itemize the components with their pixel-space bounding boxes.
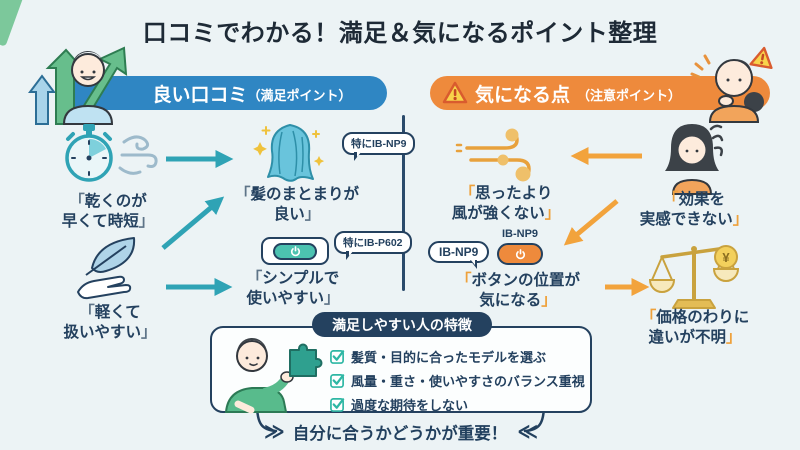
chevron-left-icon: ≪ <box>517 421 538 443</box>
power-button-teal <box>273 242 317 260</box>
tagline-text: 自分に合うかどうかが重要！ <box>292 424 508 443</box>
arrow-effect-to-button <box>563 199 619 246</box>
tagline: ≫ 自分に合うかどうかが重要！ ≪ <box>0 419 800 444</box>
page-title: 口コミでわかる！満足＆気になるポイント整理 <box>142 20 658 47</box>
concern-header-label: 気になる点 <box>475 84 571 106</box>
smooth-hair-icon <box>253 124 325 182</box>
good-header-label: 良い口コミ <box>152 84 248 106</box>
power-glyph-icon <box>515 248 525 259</box>
power-glyph-icon <box>290 245 300 256</box>
power-button-icon <box>261 237 329 265</box>
stopwatch-wind-icon <box>65 124 158 182</box>
model-badge-ibnp9: 特にIB-NP9 <box>342 132 416 161</box>
confused-woman-icon <box>665 124 724 195</box>
quote-hair-manageable: 「髪のまとまりが 良い」 <box>234 186 360 223</box>
button-model-label: IB-NP9 <box>501 228 539 240</box>
good-reviews-header: 良い口コミ （満足ポイント） <box>55 76 387 110</box>
yen-symbol: ¥ <box>722 250 730 265</box>
checkbox-icon <box>330 397 345 412</box>
chevron-right-icon: ≫ <box>263 421 285 443</box>
orange-power-button-icon <box>497 243 543 265</box>
quote-price-unclear: 「価格のわりに 違いが不明」 <box>640 309 750 346</box>
section-divider <box>402 115 405 291</box>
checklist-label: 風量・重さ・使いやすさのバランス重視 <box>351 373 585 389</box>
quote-light-easy: 「軽くて 扱いやすい」 <box>63 304 157 341</box>
thinking-woman-icon <box>690 54 764 123</box>
checklist-item: 過度な期待をしない <box>330 392 585 416</box>
model-badge-ibp602: 特にIB-P602 <box>334 231 412 260</box>
weak-wind-icon <box>455 128 531 182</box>
concern-points-header: 気になる点 （注意ポイント） <box>430 76 770 110</box>
checkbox-icon <box>330 349 345 364</box>
checklist-item: 風量・重さ・使いやすさのバランス重視 <box>330 368 585 392</box>
satisfaction-checklist: 髪質・目的に合ったモデルを選ぶ 風量・重さ・使いやすさのバランス重視 過度な期待… <box>330 344 585 416</box>
person-up-arrows-icon <box>28 46 128 125</box>
checklist-item: 髪質・目的に合ったモデルを選ぶ <box>330 344 585 368</box>
arrow-light-to-hair <box>161 196 225 250</box>
summary-header: 満足しやすい人の特徴 <box>312 312 492 337</box>
puzzle-person-icon <box>224 337 323 414</box>
quote-button-position: 「ボタンの位置が 気になる」 <box>455 272 581 309</box>
speech-bubble-ibnp9: IB-NP9 <box>428 241 490 269</box>
checklist-label: 髪質・目的に合ったモデルを選ぶ <box>351 349 547 365</box>
good-header-sublabel: （満足ポイント） <box>247 87 352 103</box>
warning-triangle-icon <box>442 81 468 104</box>
feather-hand-icon <box>77 237 136 300</box>
quote-no-effect: 「効果を 実感できない」 <box>639 191 749 228</box>
warning-badge-icon <box>749 46 773 70</box>
checkbox-icon <box>330 373 345 388</box>
quote-simple-easy: 「シンプルで 使いやすい」 <box>246 270 340 307</box>
concern-header-sublabel: （注意ポイント） <box>577 87 682 103</box>
checklist-label: 過度な期待をしない <box>351 397 469 413</box>
quote-wind-not-strong: 「思ったより 風が強くない」 <box>451 185 561 222</box>
price-scales-icon: ¥ <box>648 245 740 309</box>
quote-dries-fast: 「乾くのが 早くて時短」 <box>61 193 155 230</box>
